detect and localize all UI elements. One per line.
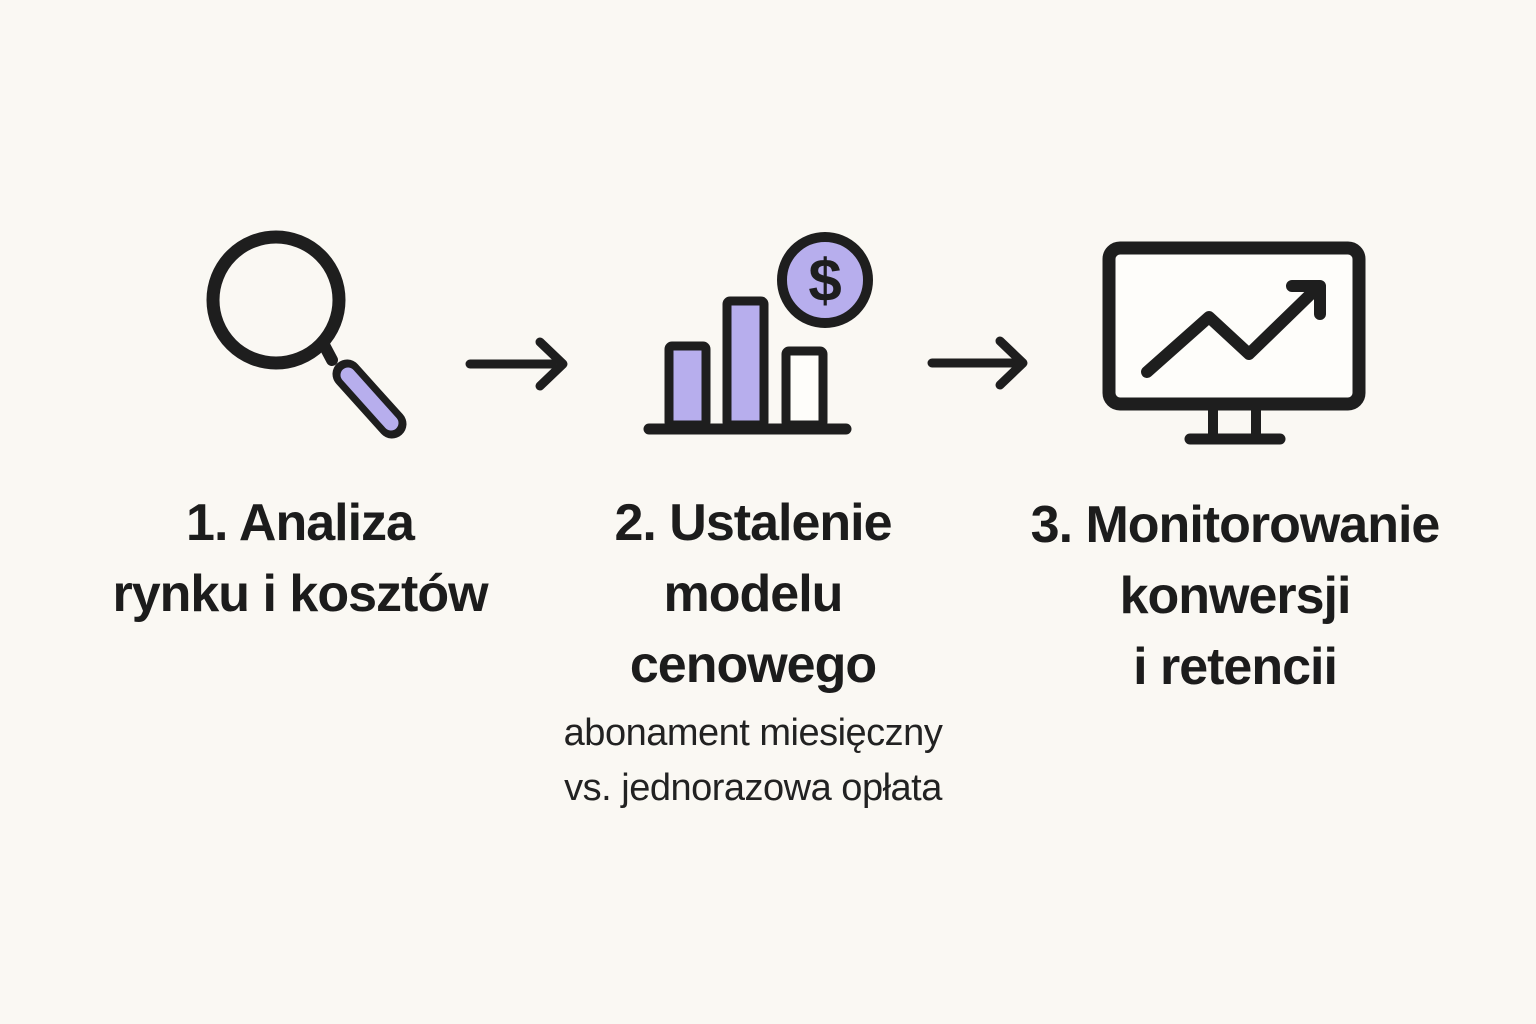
bar-1 xyxy=(664,341,711,430)
trend-arrow-head xyxy=(1286,280,1326,320)
dollar-coin xyxy=(777,232,873,328)
monitor-screen xyxy=(1102,241,1366,411)
bar-chart-dollar-icon: $ xyxy=(643,232,873,435)
bar-2 xyxy=(722,296,769,430)
step-2-subtitle: abonament miesięczny vs. jednorazowa opł… xyxy=(563,712,943,809)
dollar-sign: $ xyxy=(808,247,841,314)
bar-3 xyxy=(781,346,828,430)
magnifier-lens xyxy=(206,230,346,370)
arrow-right-icon xyxy=(927,336,1028,390)
arrow-right-icon xyxy=(465,337,568,391)
magnifier-icon xyxy=(206,230,407,439)
trend-line xyxy=(1141,281,1324,378)
arrow-head xyxy=(535,337,568,391)
monitor-trend-icon xyxy=(1102,241,1366,445)
step-1-title: 1. Analiza rynku i kosztów xyxy=(112,494,488,623)
magnifier-handle-fill xyxy=(340,367,399,431)
step-2-title: 2. Ustalenie modelu cenowego xyxy=(614,494,892,694)
step-3-title: 3. Monitorowanie konwersji i retencii xyxy=(1030,496,1441,696)
magnifier-neck xyxy=(317,337,338,366)
arrow-head xyxy=(995,336,1028,390)
